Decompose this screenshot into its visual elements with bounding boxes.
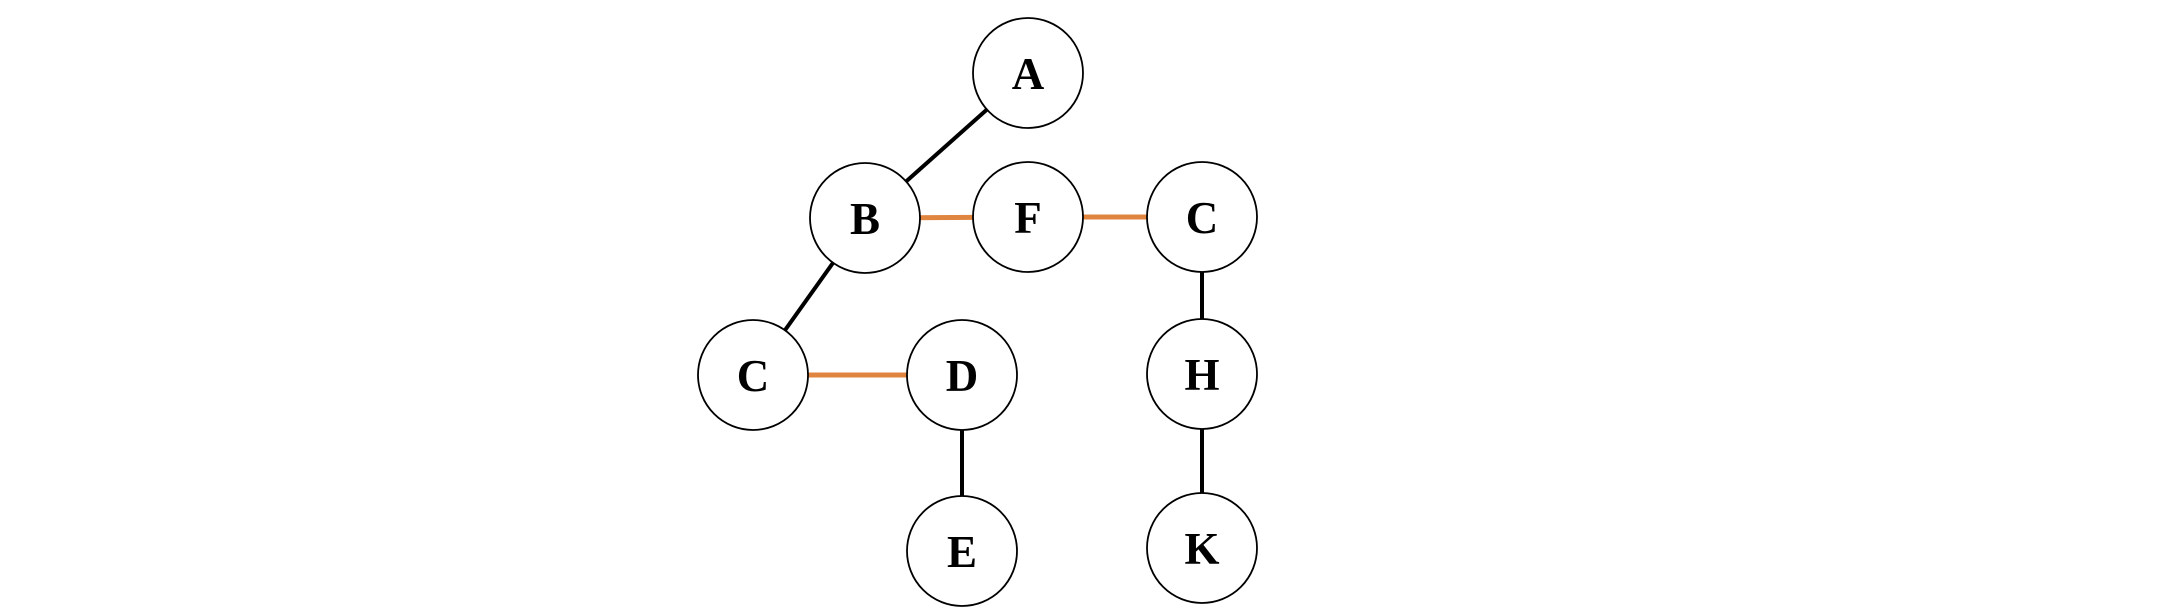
node-K-circle — [1146, 492, 1258, 604]
node-F-label: F — [1014, 193, 1042, 243]
node-B: B — [809, 162, 921, 274]
node-C2-circle — [1146, 161, 1258, 273]
node-D-circle — [906, 319, 1018, 431]
node-B-circle — [809, 162, 921, 274]
node-B-label: B — [850, 194, 880, 244]
node-F: F — [972, 161, 1084, 273]
node-A: A — [972, 17, 1084, 129]
node-D-label: D — [946, 351, 979, 401]
node-H-label: H — [1184, 350, 1219, 400]
node-C2-label: C — [1186, 193, 1219, 243]
node-E: E — [906, 495, 1018, 607]
node-K-label: K — [1184, 524, 1219, 574]
node-C1-label: C — [737, 351, 770, 401]
node-E-circle — [906, 495, 1018, 607]
node-C1-circle — [697, 319, 809, 431]
nodes-layer: A B F C C D H E K — [697, 17, 1258, 607]
node-H-circle — [1146, 318, 1258, 430]
node-A-circle — [972, 17, 1084, 129]
node-E-label: E — [947, 527, 977, 577]
edges-layer — [750, 71, 1205, 553]
node-A-label: A — [1012, 49, 1045, 99]
node-C1: C — [697, 319, 809, 431]
node-H: H — [1146, 318, 1258, 430]
node-F-circle — [972, 161, 1084, 273]
node-K: K — [1146, 492, 1258, 604]
node-C2: C — [1146, 161, 1258, 273]
node-D: D — [906, 319, 1018, 431]
